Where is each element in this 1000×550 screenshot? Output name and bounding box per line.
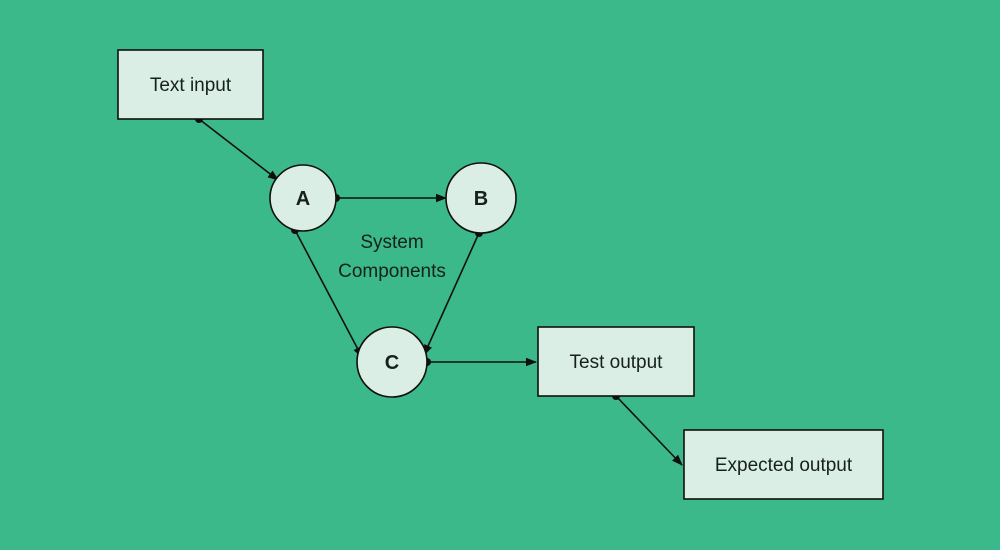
node-text-input[interactable]: Text input [117, 49, 264, 120]
system-components-label-line2: Components [338, 261, 446, 282]
system-components-label-line1: System [360, 232, 423, 253]
edge-c-to-test-output [423, 357, 538, 367]
node-b-label: B [474, 188, 488, 210]
edge-a-to-b [332, 193, 448, 203]
node-a[interactable]: A [269, 164, 337, 232]
node-expected-output[interactable]: Expected output [683, 429, 884, 500]
node-b[interactable]: B [445, 162, 517, 234]
edge-test-output-to-expected-output [612, 392, 683, 466]
node-c[interactable]: C [356, 326, 428, 398]
edge-b-to-c [423, 229, 483, 357]
node-test-output[interactable]: Test output [537, 326, 695, 397]
node-a-label: A [296, 188, 310, 210]
node-text-input-label: Text input [150, 75, 232, 96]
edge-text-input-to-a [195, 115, 279, 181]
node-c-label: C [385, 352, 399, 374]
nodes-layer: Text input Test output Expected output A… [117, 49, 884, 500]
node-test-output-label: Test output [570, 352, 664, 373]
edges-layer [195, 115, 683, 466]
edge-a-to-c [291, 226, 363, 358]
system-components-label: System Components [338, 232, 446, 282]
node-expected-output-label: Expected output [715, 455, 853, 476]
